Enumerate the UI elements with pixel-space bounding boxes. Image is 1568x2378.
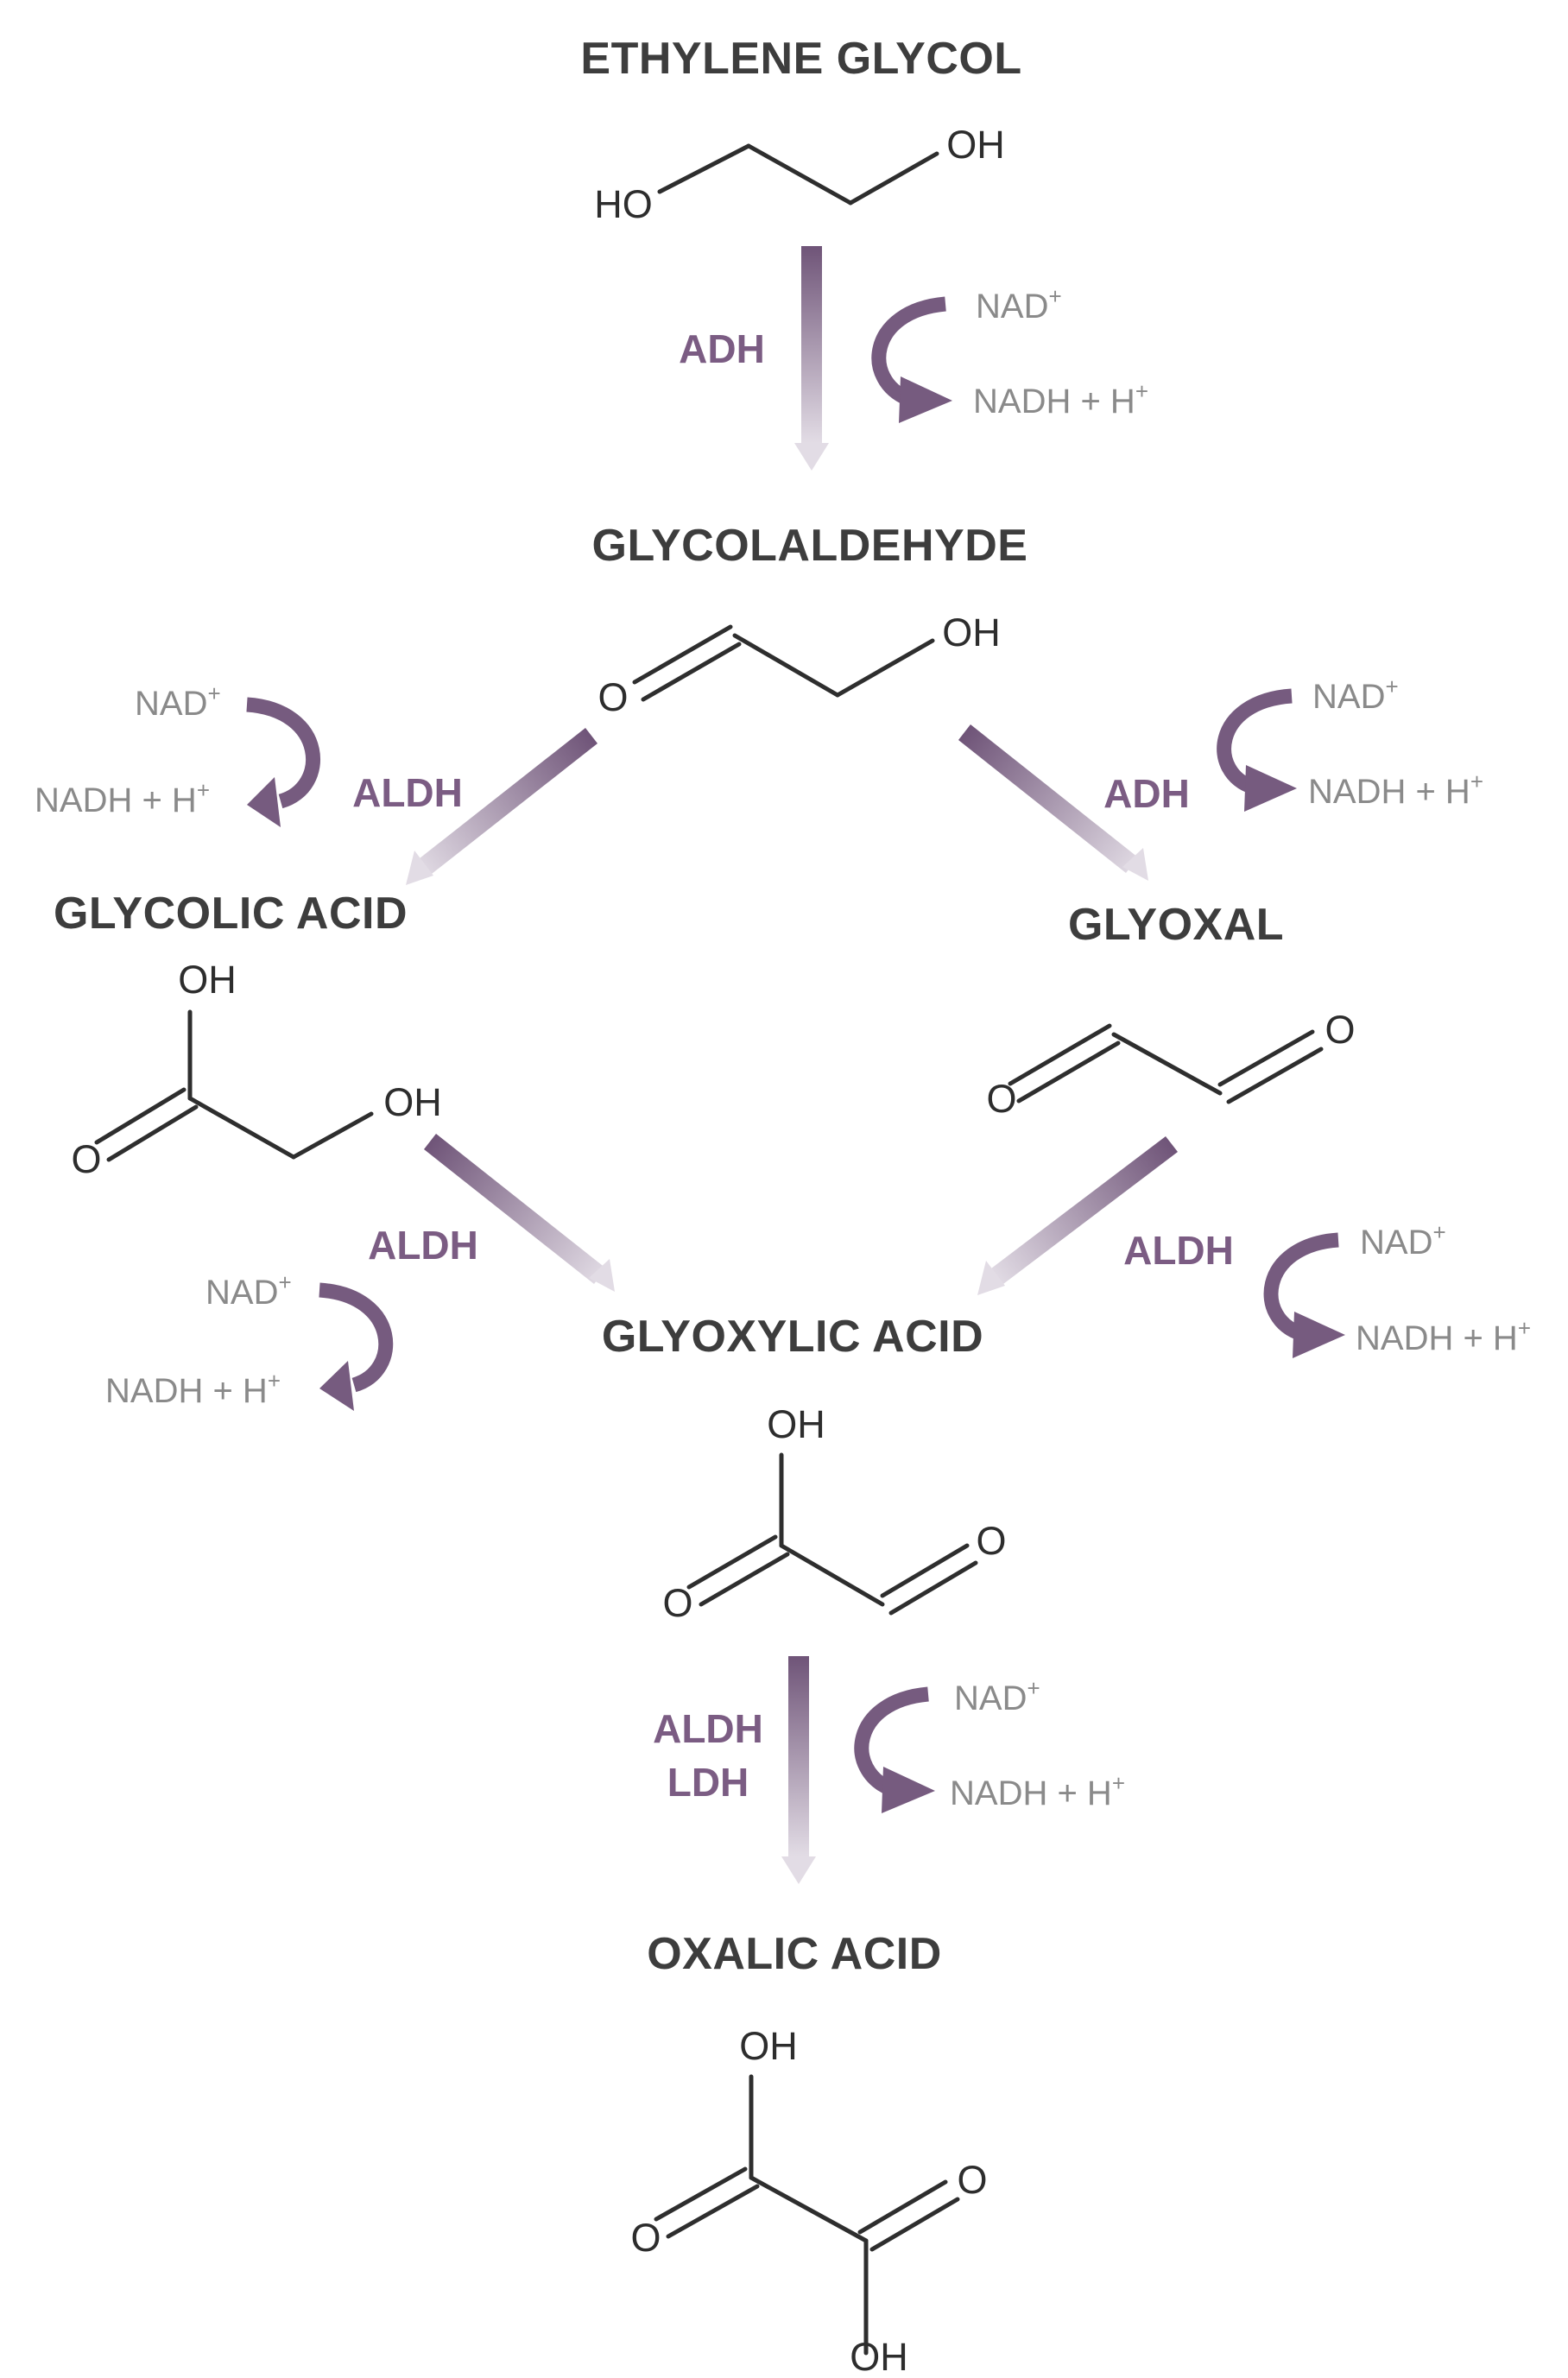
compound-glyoxal: GLYOXAL O O <box>986 900 1355 1121</box>
cofactor-nadh: NADH + H+ <box>1308 768 1483 811</box>
cofactor-curl-arrow <box>854 1686 935 1813</box>
compound-title: GLYCOLIC ACID <box>54 889 408 939</box>
compound-title: GLYOXYLIC ACID <box>602 1312 983 1362</box>
enzyme-label: ALDH <box>352 770 463 815</box>
atom-label: OH <box>850 2335 908 2378</box>
compound-glycolic-acid: GLYCOLIC ACID OH O OH <box>54 889 442 1181</box>
compound-title: ETHYLENE GLYCOL <box>580 34 1021 84</box>
cofactor-nad: NAD+ <box>976 283 1062 326</box>
reaction-glycolaldehyde-to-glycolic-acid: ALDH NAD+ NADH + H+ <box>35 680 597 885</box>
cofactor-nadh: NADH + H+ <box>950 1770 1125 1812</box>
enzyme-label: LDH <box>667 1760 749 1805</box>
molecule-glyoxal: O O <box>986 1008 1355 1121</box>
atom-label: OH <box>942 610 1001 655</box>
reaction-arrow <box>977 1136 1178 1295</box>
reaction-arrow <box>794 246 829 471</box>
enzyme-label: ADH <box>1103 771 1190 816</box>
molecule-oxalic-acid: OH O O OH <box>630 2024 987 2378</box>
enzyme-label: ALDH <box>1123 1228 1234 1273</box>
reaction-arrow <box>424 1134 615 1292</box>
cofactor-curl-arrow <box>319 1282 394 1411</box>
compound-oxalic-acid: OXALIC ACID OH O O OH <box>630 1929 987 2378</box>
reaction-glycolic-acid-to-glyoxylic-acid: ALDH NAD+ NADH + H+ <box>105 1134 615 1411</box>
cofactor-nad: NAD+ <box>1312 674 1399 716</box>
cofactor-nad: NAD+ <box>135 680 221 723</box>
reaction-glyoxylic-acid-to-oxalic-acid: ALDH LDH NAD+ NADH + H+ <box>653 1656 1125 1884</box>
compound-title: GLYCOLALDEHYDE <box>592 521 1028 571</box>
atom-label: HO <box>594 182 653 226</box>
cofactor-curl-arrow <box>871 296 952 423</box>
compound-glycolaldehyde: GLYCOLALDEHYDE O OH <box>592 521 1028 719</box>
reaction-arrow <box>406 728 597 885</box>
reaction-eg-to-glycolaldehyde: ADH NAD+ NADH + H+ <box>679 246 1148 471</box>
cofactor-nadh: NADH + H+ <box>1356 1315 1531 1357</box>
cofactor-curl-arrow <box>246 697 321 827</box>
atom-label: OH <box>178 958 237 1002</box>
reaction-arrow <box>781 1656 816 1884</box>
atom-label: O <box>986 1077 1016 1121</box>
molecule-glycolic-acid: OH O OH <box>71 958 441 1181</box>
atom-label: OH <box>739 2024 798 2068</box>
atom-label: O <box>976 1519 1006 1563</box>
atom-label: O <box>630 2216 661 2260</box>
cofactor-nad: NAD+ <box>205 1269 292 1312</box>
enzyme-label: ADH <box>679 326 765 371</box>
atom-label: OH <box>383 1080 442 1124</box>
atom-label: O <box>957 2158 987 2202</box>
molecule-glycolaldehyde: O OH <box>597 610 1000 719</box>
atom-label: OH <box>767 1402 825 1446</box>
atom-label: OH <box>946 123 1005 167</box>
reaction-arrow <box>958 724 1148 881</box>
cofactor-nad: NAD+ <box>954 1675 1040 1717</box>
cofactor-nadh: NADH + H+ <box>973 378 1148 421</box>
atom-label: O <box>662 1581 692 1625</box>
molecule-ethylene-glycol: HO OH <box>594 123 1005 226</box>
compound-glyoxylic-acid: GLYOXYLIC ACID OH O O <box>602 1312 1007 1625</box>
atom-label: O <box>597 675 628 719</box>
molecule-glyoxylic-acid: OH O O <box>662 1402 1006 1625</box>
reaction-glycolaldehyde-to-glyoxal: ADH NAD+ NADH + H+ <box>958 674 1483 881</box>
enzyme-label: ALDH <box>368 1223 478 1268</box>
compound-ethylene-glycol: ETHYLENE GLYCOL HO OH <box>580 34 1021 226</box>
enzyme-label: ALDH <box>653 1706 763 1751</box>
compound-title: GLYOXAL <box>1068 900 1284 950</box>
cofactor-curl-arrow <box>1217 688 1297 812</box>
cofactor-curl-arrow <box>1263 1232 1345 1358</box>
reaction-glyoxal-to-glyoxylic-acid: ALDH NAD+ NADH + H+ <box>977 1136 1531 1358</box>
atom-label: O <box>71 1137 101 1181</box>
cofactor-nadh: NADH + H+ <box>35 777 210 819</box>
atom-label: O <box>1325 1008 1355 1052</box>
cofactor-nadh: NADH + H+ <box>105 1368 281 1410</box>
cofactor-nad: NAD+ <box>1360 1219 1446 1262</box>
compound-title: OXALIC ACID <box>647 1929 942 1979</box>
